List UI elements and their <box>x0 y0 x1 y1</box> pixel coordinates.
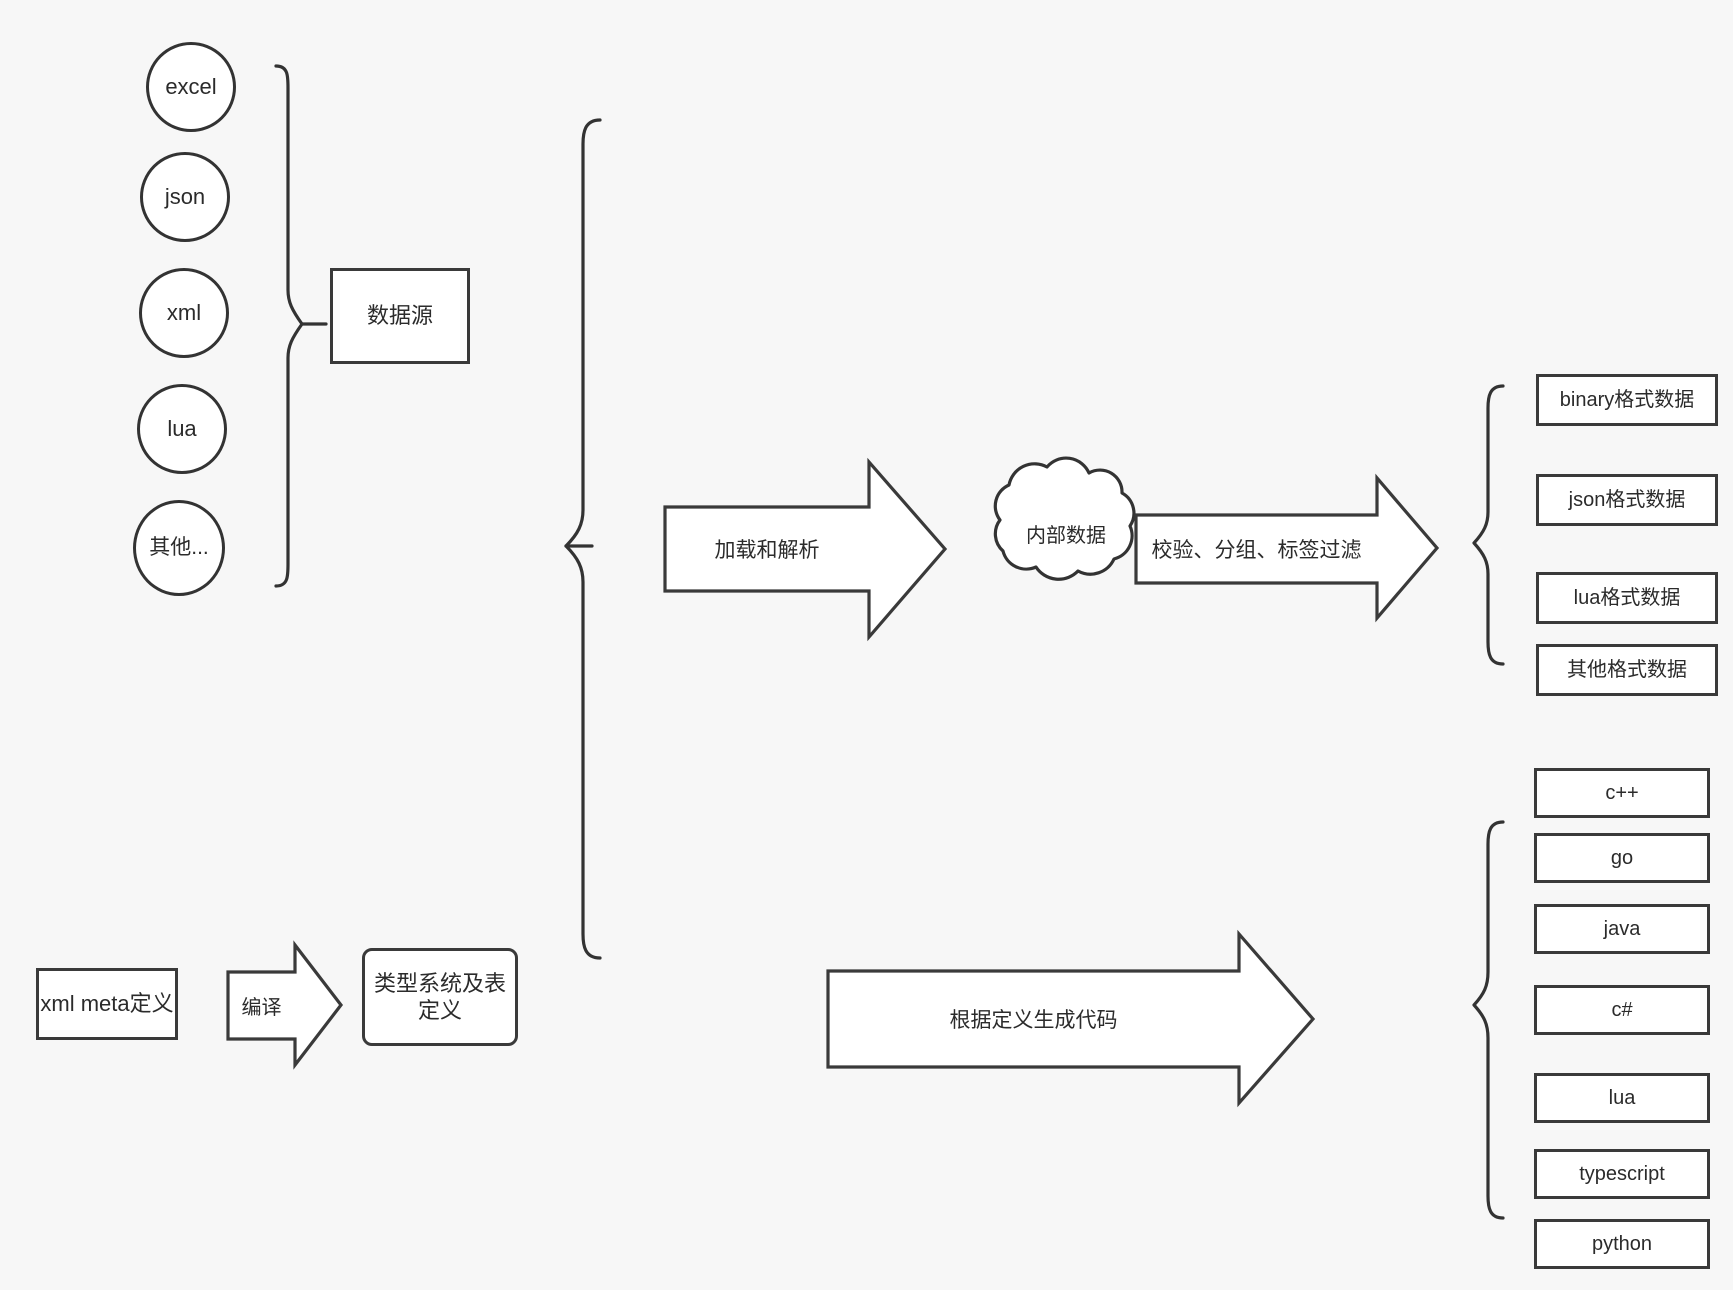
type-system-label: 类型系统及表定义 <box>373 970 506 1024</box>
output-language-label: java <box>1603 917 1641 940</box>
output-language-go[interactable]: go <box>1534 833 1710 883</box>
formats-brace <box>1472 384 1505 666</box>
source-label: xml <box>166 299 202 325</box>
load-parse-arrow-shape <box>663 457 948 642</box>
output-language-label: typescript <box>1579 1162 1665 1185</box>
output-format-binary[interactable]: binary格式数据 <box>1536 374 1718 426</box>
output-language-csharp[interactable]: c# <box>1534 985 1710 1035</box>
output-format-label: json格式数据 <box>1568 488 1686 511</box>
internal-data-cloud-label: 内部数据 <box>986 513 1146 553</box>
source-label: lua <box>167 415 197 441</box>
source-circle-excel[interactable]: excel <box>146 42 236 132</box>
output-language-label: c# <box>1611 998 1633 1021</box>
output-language-label: python <box>1591 1232 1653 1255</box>
source-circle-json[interactable]: json <box>140 152 230 242</box>
output-language-python[interactable]: python <box>1534 1219 1710 1269</box>
output-format-lua[interactable]: lua格式数据 <box>1536 572 1718 624</box>
output-format-label: lua格式数据 <box>1573 586 1681 609</box>
type-system-box[interactable]: 类型系统及表定义 <box>362 948 518 1046</box>
output-language-label: c++ <box>1605 781 1639 804</box>
languages-brace <box>1472 820 1505 1220</box>
main-brace <box>564 118 602 960</box>
output-format-other[interactable]: 其他格式数据 <box>1536 644 1718 696</box>
internal-data-text: 内部数据 <box>1026 524 1106 547</box>
compile-arrow-shape <box>226 940 344 1070</box>
internal-data-cloud-shape <box>993 456 1136 581</box>
xml-meta-definition-label: xml meta定义 <box>40 991 174 1017</box>
output-format-json[interactable]: json格式数据 <box>1536 474 1718 526</box>
output-format-label: binary格式数据 <box>1559 388 1695 411</box>
data-source-box[interactable]: 数据源 <box>330 268 470 364</box>
source-circle-other[interactable]: 其他... <box>133 500 225 596</box>
source-label: 其他... <box>149 536 209 560</box>
xml-meta-definition-box[interactable]: xml meta定义 <box>36 968 178 1040</box>
codegen-arrow-shape <box>826 929 1316 1108</box>
source-circle-lua[interactable]: lua <box>137 384 227 474</box>
data-source-label: 数据源 <box>366 303 433 329</box>
output-language-lua[interactable]: lua <box>1534 1073 1710 1123</box>
sources-brace <box>274 64 304 588</box>
output-language-label: go <box>1610 846 1634 869</box>
filter-arrow-shape <box>1134 473 1440 623</box>
source-label: excel <box>165 73 217 99</box>
output-language-java[interactable]: java <box>1534 904 1710 954</box>
source-circle-xml[interactable]: xml <box>139 268 229 358</box>
source-label: json <box>164 183 206 209</box>
output-language-typescript[interactable]: typescript <box>1534 1149 1710 1199</box>
output-language-label: lua <box>1608 1086 1636 1109</box>
output-format-label: 其他格式数据 <box>1567 658 1687 681</box>
output-language-cpp[interactable]: c++ <box>1534 768 1710 818</box>
